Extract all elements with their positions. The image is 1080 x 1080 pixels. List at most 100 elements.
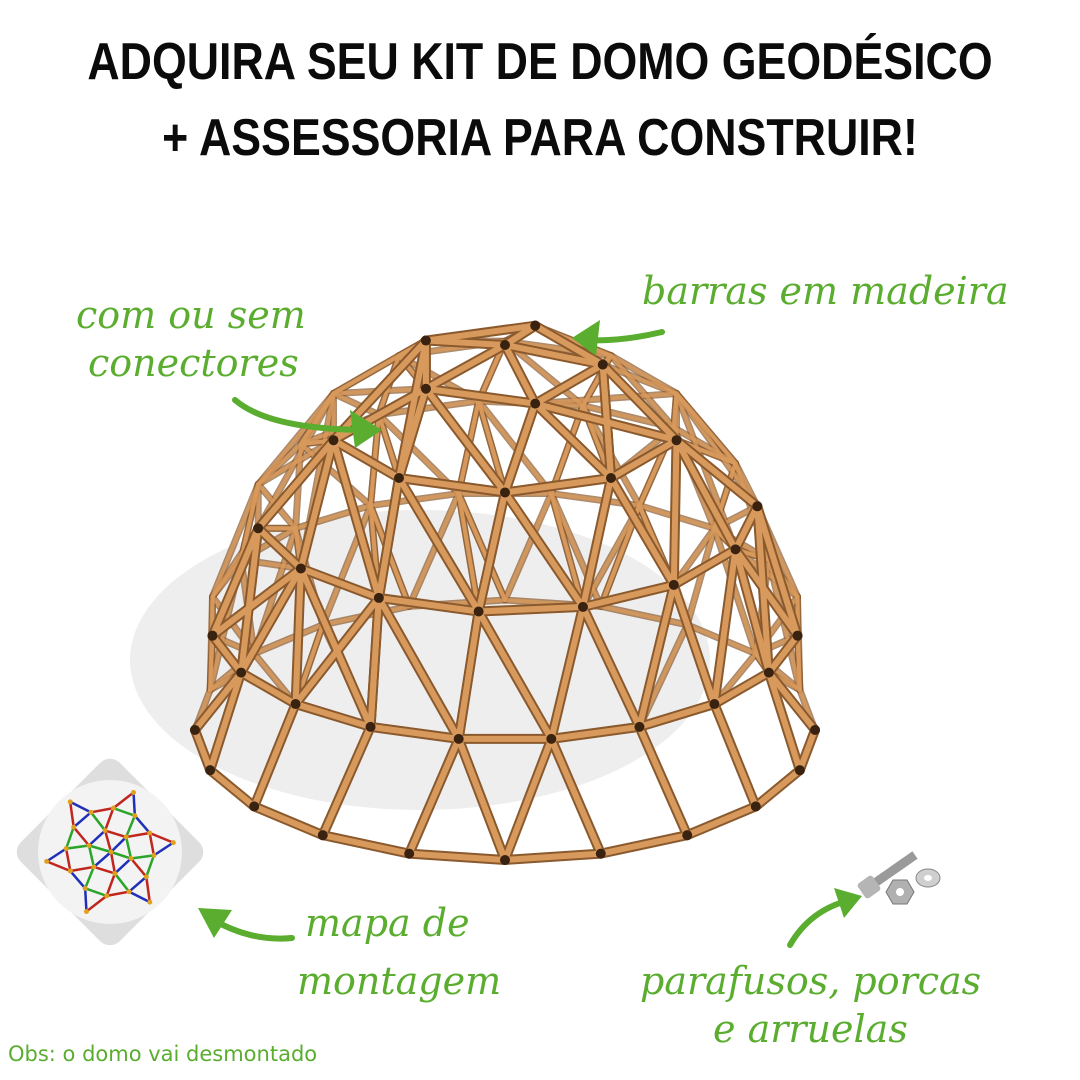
wood-bar: [670, 437, 680, 588]
map-node: [131, 789, 137, 795]
wood-bar: [375, 594, 482, 615]
wood-bar: [502, 735, 555, 863]
wood-bar: [396, 385, 429, 482]
wood-bar: [711, 669, 772, 708]
connector-hub: [792, 630, 803, 641]
wood-bar: [297, 565, 374, 730]
map-strut: [72, 826, 90, 847]
map-node: [147, 899, 153, 905]
map-strut: [69, 870, 87, 890]
wood-bar: [330, 437, 403, 482]
map-strut: [128, 875, 148, 893]
map-strut: [128, 890, 151, 904]
wood-bar: [732, 546, 772, 676]
wood-bar: [292, 565, 304, 708]
connector-hub: [577, 601, 588, 612]
wood-bar: [673, 437, 761, 510]
connector-hub: [730, 544, 741, 555]
map-node: [83, 909, 89, 915]
wood-bar: [475, 608, 555, 742]
map-strut: [148, 832, 156, 856]
arrow-head: [834, 888, 862, 918]
map-strut: [65, 844, 90, 850]
wood-bar: [422, 385, 539, 407]
wood-bar: [608, 353, 676, 430]
wood-bar: [475, 603, 586, 615]
map-node: [71, 824, 77, 830]
wood-bar: [292, 594, 382, 708]
map-strut: [89, 811, 107, 832]
map-strut: [104, 829, 127, 839]
wood-bar: [580, 503, 642, 609]
wood-bar: [238, 565, 304, 676]
wood-bar: [209, 565, 304, 639]
wood-bar: [475, 489, 508, 615]
map-node: [67, 868, 73, 874]
wood-bar: [685, 526, 717, 627]
wood-bar: [579, 475, 614, 610]
map-node: [82, 885, 88, 891]
map-node: [170, 840, 176, 846]
wood-bar: [549, 403, 585, 496]
wood-bar: [754, 503, 801, 639]
connector-hub: [328, 435, 339, 446]
map-strut: [124, 815, 137, 838]
wood-bar: [548, 603, 586, 742]
connector-hub: [473, 606, 484, 617]
wood-bar: [406, 735, 462, 857]
wood-bar: [532, 400, 614, 482]
map-strut: [113, 872, 131, 893]
map-strut: [90, 806, 114, 814]
connector-hub: [810, 725, 820, 735]
wood-bar: [476, 399, 554, 496]
map-node: [126, 889, 132, 895]
wood-bar: [207, 767, 258, 810]
connector-hub: [317, 830, 328, 841]
map-strut: [130, 854, 155, 860]
headline-line-2: + ASSESSORIA PARA CONSTRUIR!: [162, 109, 918, 167]
map-strut: [64, 826, 75, 850]
map-node: [67, 799, 73, 805]
wood-bar: [396, 475, 508, 496]
wood-bar: [455, 608, 482, 742]
wood-bar: [297, 437, 337, 572]
map-node: [108, 849, 114, 855]
connector-hub: [236, 667, 247, 678]
arrow-head: [350, 410, 382, 448]
connector-hub: [530, 398, 541, 409]
map-strut: [83, 888, 88, 912]
wood-bar: [502, 850, 604, 863]
connector-hub: [500, 487, 510, 498]
wood-bar: [209, 525, 262, 639]
wood-bar: [599, 361, 680, 444]
map-node: [132, 813, 138, 819]
connector-hub: [530, 320, 541, 331]
connector-hub: [682, 830, 693, 841]
wood-bar: [549, 491, 585, 609]
wood-bar: [579, 581, 677, 610]
wood-bar: [239, 482, 261, 562]
map-strut: [46, 860, 71, 873]
connector-hub: [752, 501, 763, 512]
map-strut: [69, 800, 92, 814]
connector-hub: [595, 848, 606, 859]
wood-bar: [367, 594, 382, 730]
wood-bar: [752, 767, 803, 810]
wood-bar: [607, 475, 677, 588]
map-strut: [110, 850, 132, 860]
map-node: [88, 809, 94, 815]
wood-bar: [422, 342, 508, 392]
wood-bar: [502, 400, 539, 496]
connector-hub: [420, 383, 431, 394]
wood-bar: [456, 491, 481, 614]
wood-bar: [367, 723, 462, 742]
map-strut: [133, 814, 151, 834]
map-strut: [93, 851, 112, 868]
map-strut: [72, 811, 92, 829]
wood-bar: [292, 701, 374, 730]
wood-bar: [502, 342, 606, 368]
map-node: [110, 805, 116, 811]
map-node: [104, 893, 110, 899]
